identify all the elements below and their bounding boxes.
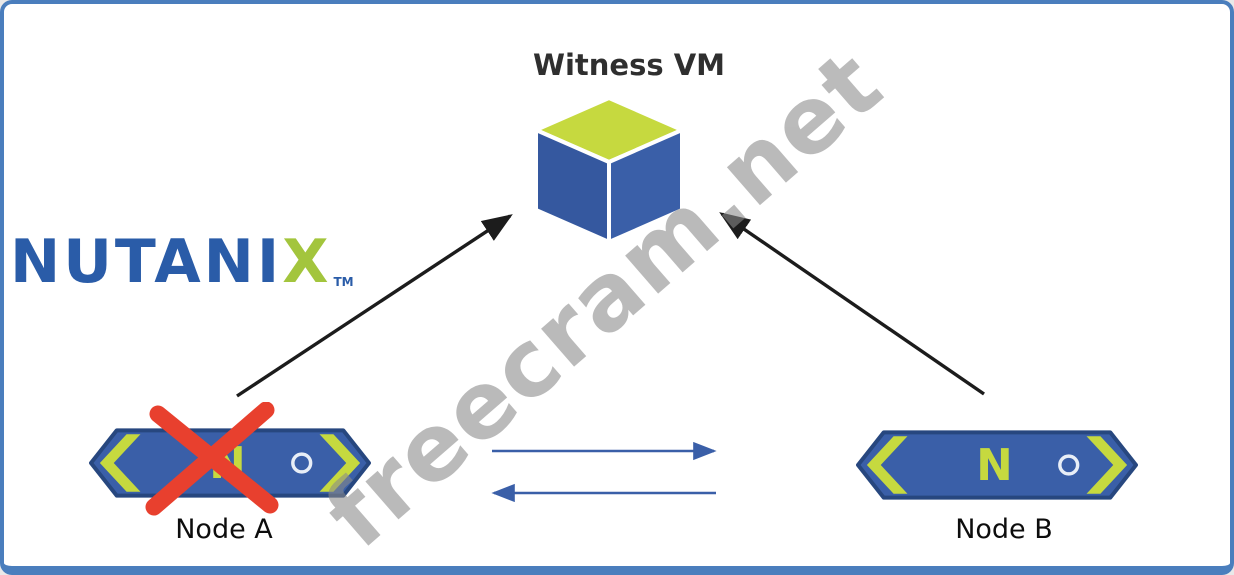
cube-right-face xyxy=(607,128,684,244)
node-letter: N xyxy=(976,441,1012,491)
nutanix-logo-tm: TM xyxy=(333,275,354,289)
node-left-chevron-icon xyxy=(99,434,141,492)
node-ring-icon xyxy=(291,452,313,474)
node-a-label: Node A xyxy=(175,514,273,545)
nutanix-logo-x: X xyxy=(282,227,332,297)
node-right-chevron-icon xyxy=(1086,436,1128,494)
node-b-icon: N xyxy=(856,430,1138,500)
red-x-stroke-2 xyxy=(145,402,275,516)
witness-vm-label: Witness VM xyxy=(532,48,726,82)
node-left-chevron-icon xyxy=(866,436,908,494)
nutanix-logo-text: NUTANI xyxy=(10,227,283,297)
node-b-label: Node B xyxy=(955,514,1053,545)
witness-cube-icon xyxy=(534,96,684,244)
node-body xyxy=(856,430,1138,500)
arrow-node-b-to-witness xyxy=(719,212,985,396)
node-ring-icon xyxy=(1058,454,1080,476)
red-x-icon xyxy=(145,402,279,516)
node-right-chevron-icon xyxy=(319,434,361,492)
